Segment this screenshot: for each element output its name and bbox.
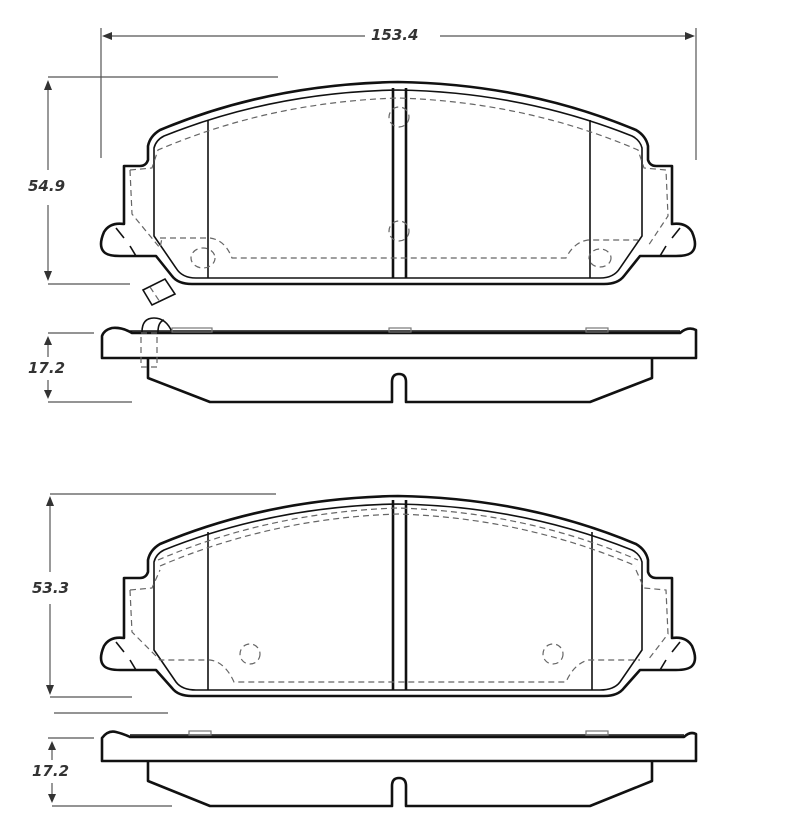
overall-width-label: 153.4: [371, 26, 419, 44]
top-pad-height-label: 54.9: [28, 177, 66, 195]
top-pad-side-view: [44, 317, 698, 404]
bottom-pad-side-view: [48, 730, 698, 808]
width-dimension: [100, 28, 697, 160]
top-pad-thickness-label: 17.2: [28, 359, 66, 377]
bottom-pad-front-view: [46, 493, 697, 714]
top-pad-front-view: [44, 76, 697, 307]
bottom-pad-height-label: 53.3: [32, 579, 70, 597]
bottom-pad-thickness-label: 17.2: [32, 762, 70, 780]
